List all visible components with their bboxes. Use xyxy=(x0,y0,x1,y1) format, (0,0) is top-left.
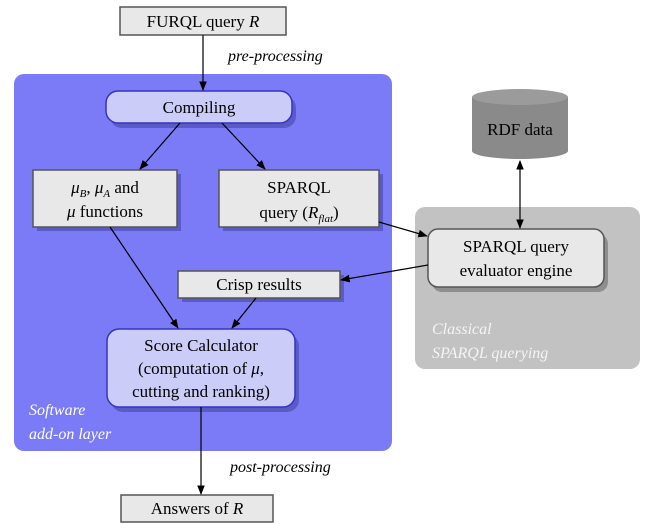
arrow-mu-to-score xyxy=(109,226,179,329)
mu-functions-box xyxy=(32,169,178,228)
answers-box xyxy=(120,494,274,523)
input-query-label: FURQL query R xyxy=(147,12,260,31)
sparql-query-line2: query (Rflat) xyxy=(259,203,338,225)
crisp-results-box xyxy=(177,270,341,299)
software-layer-label-2: add-on layer xyxy=(29,426,112,443)
rdf-data-label: RDF data xyxy=(487,120,553,139)
sparql-query-box xyxy=(218,169,380,228)
post-processing-label: post-processing xyxy=(229,459,331,476)
input-query-box xyxy=(119,6,287,36)
compiling-node xyxy=(105,90,293,124)
score-line2: (computation of μ, xyxy=(138,359,264,378)
software-layer-label: Software xyxy=(29,402,85,419)
arrow-sparql-to-evaluator xyxy=(378,221,428,238)
compiling-label: Compiling xyxy=(163,98,236,117)
answers-label: Answers of R xyxy=(151,499,244,518)
mu-functions-line1: μB, μA and xyxy=(70,178,139,200)
arrow-evaluator-to-crisp xyxy=(340,264,429,283)
mu-functions-line2: μ functions xyxy=(66,202,143,221)
arrow-crisp-to-score xyxy=(231,297,257,329)
classical-layer-label-2: SPARQL querying xyxy=(432,345,548,362)
score-line1: Score Calculator xyxy=(144,336,258,355)
sparql-query-line1: SPARQL xyxy=(267,178,331,197)
arrow-compiling-to-sparql xyxy=(221,122,266,170)
crisp-results-label: Crisp results xyxy=(216,275,301,294)
evaluator-node xyxy=(427,228,605,288)
rdf-data-cylinder xyxy=(472,89,568,159)
evaluator-line1: SPARQL query xyxy=(463,237,569,256)
classical-layer-label: Classical xyxy=(432,321,492,338)
score-line3: cutting and ranking) xyxy=(132,382,270,401)
arrow-compiling-to-mu xyxy=(139,122,181,170)
evaluator-line2: evaluator engine xyxy=(460,261,573,280)
pre-processing-label: pre-processing xyxy=(227,48,323,65)
